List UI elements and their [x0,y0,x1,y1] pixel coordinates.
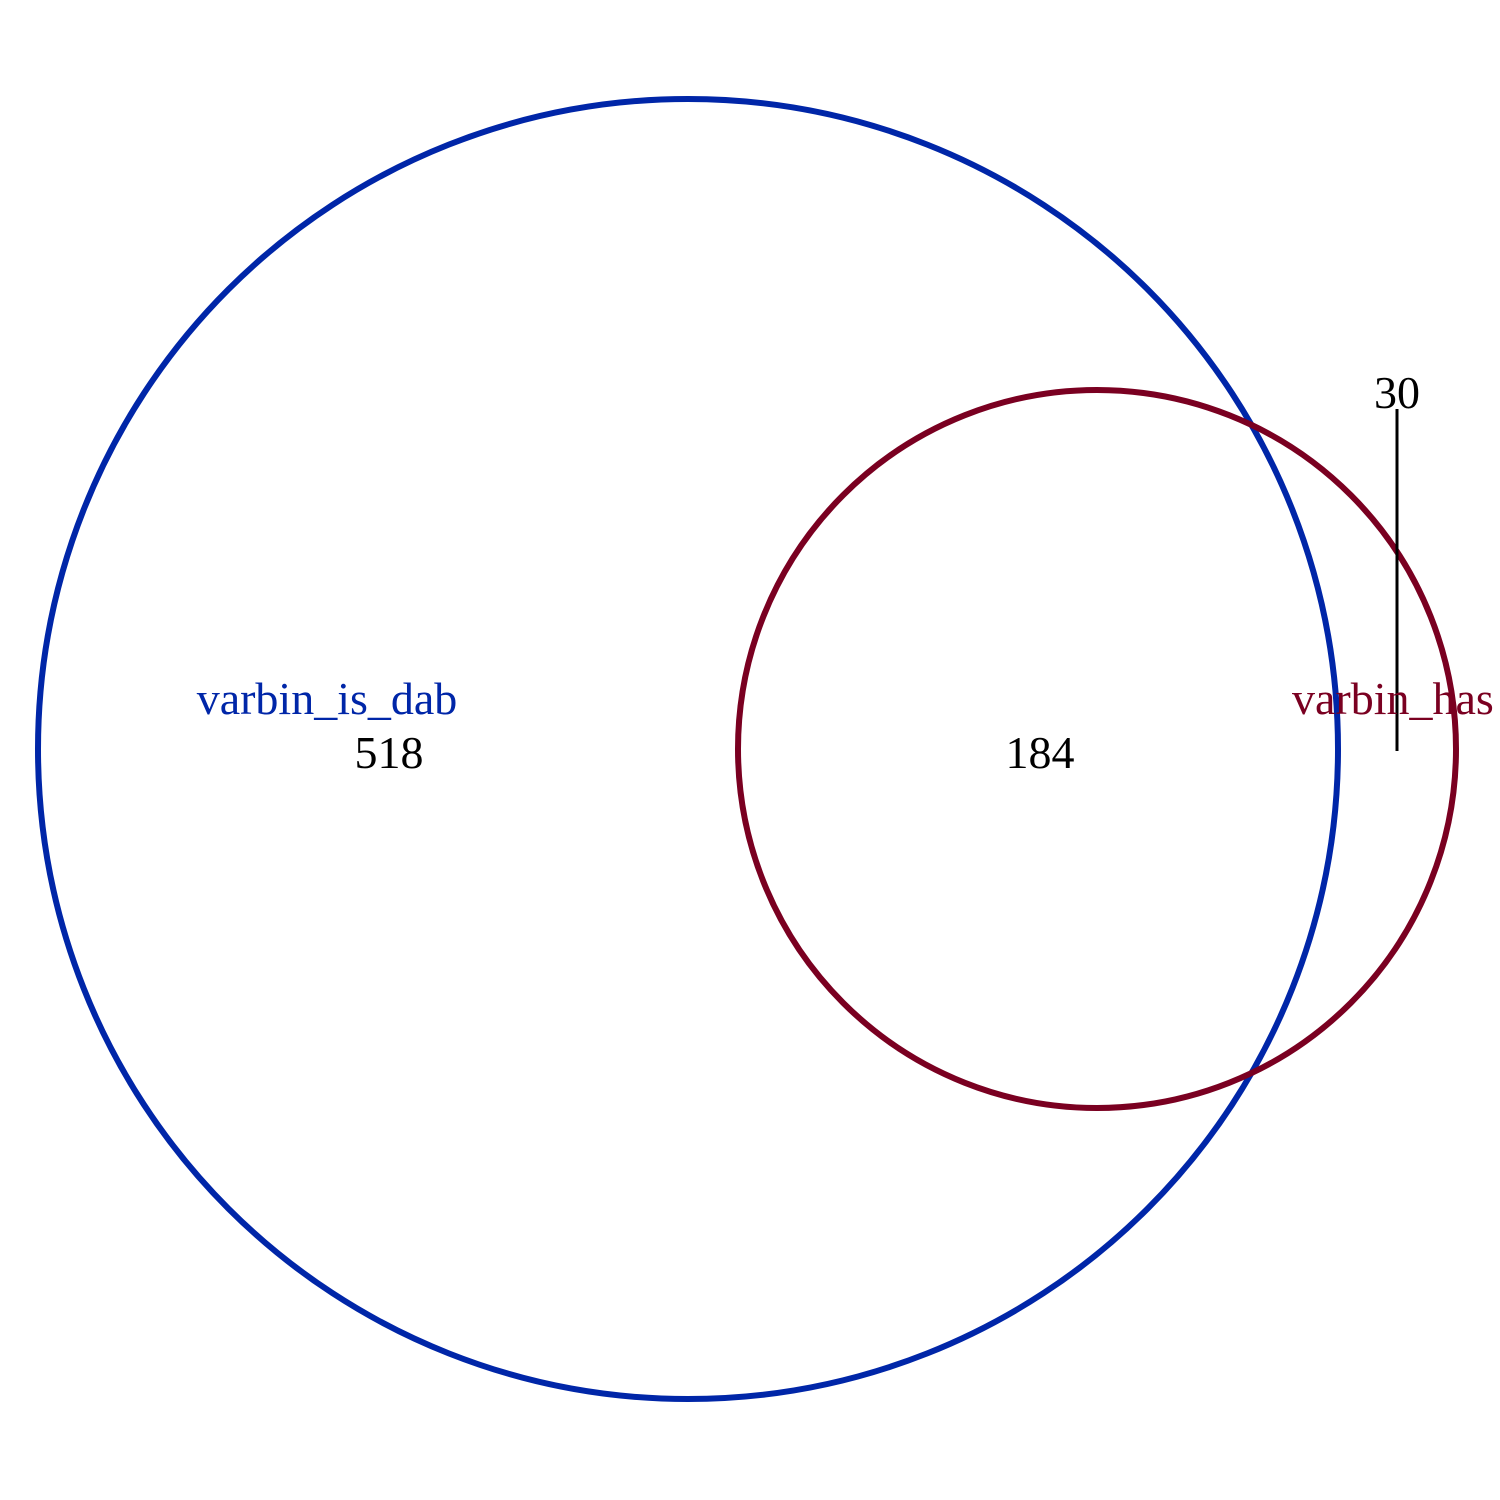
region-count-intersection: 184 [1006,727,1075,778]
set-label-varbin-is-dab: varbin_is_dab [197,673,458,724]
set-circle-varbin-has [735,387,1459,1111]
region-count-only-first: 518 [355,727,424,778]
region-count-only-second: 30 [1374,367,1420,418]
set-circle-varbin-is-dab [35,96,1341,1402]
set-label-varbin-has: varbin_has [1292,673,1494,724]
